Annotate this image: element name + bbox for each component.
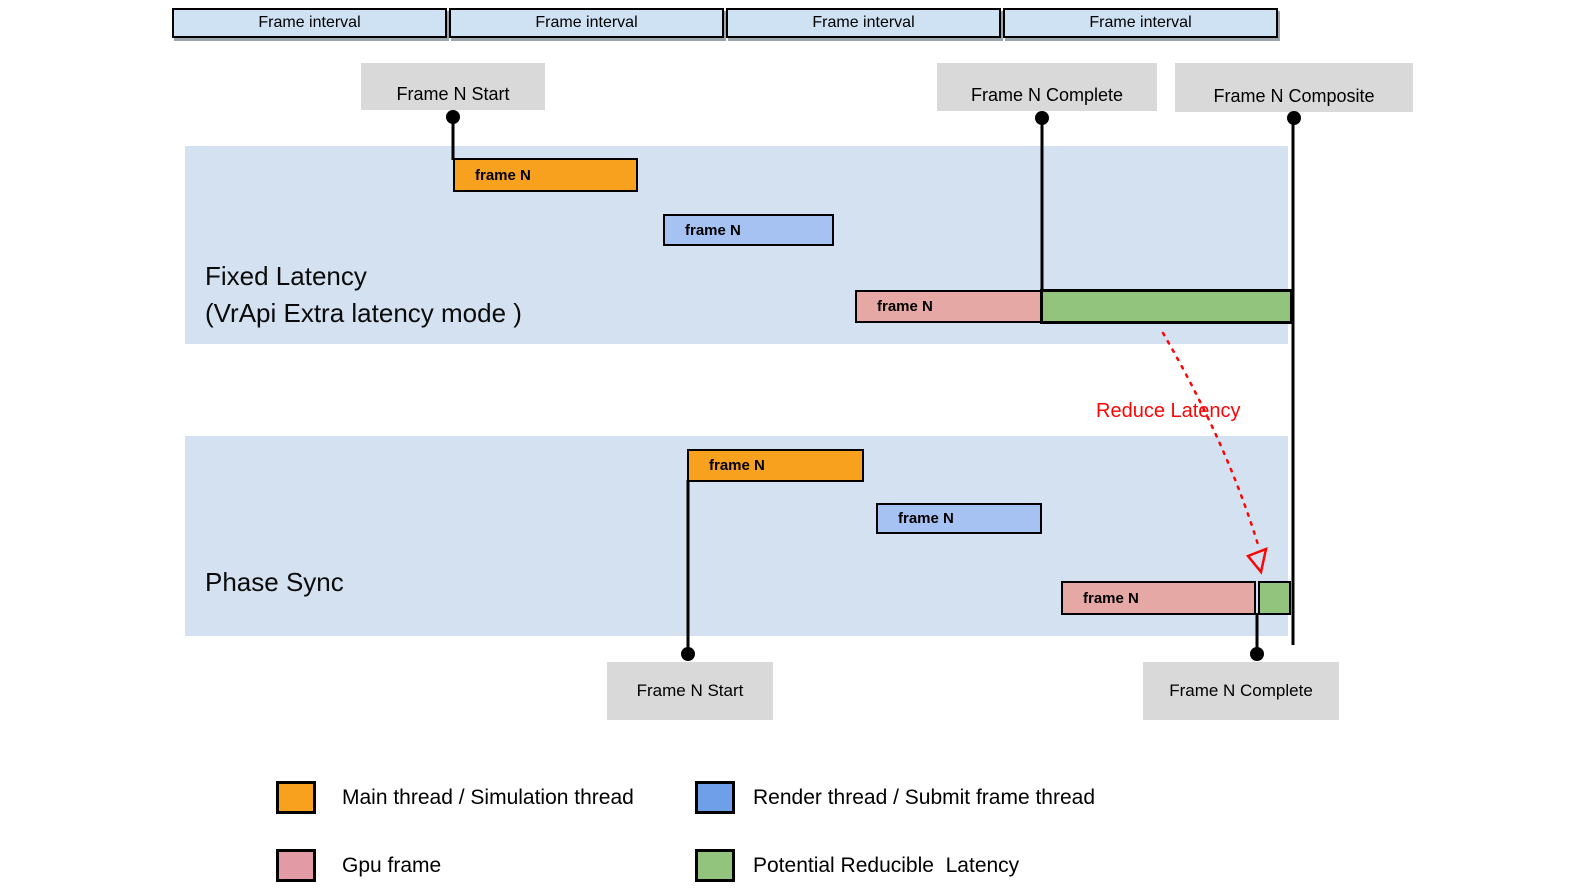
fixed-latency-title-line2: (VrApi Extra latency mode ) — [205, 298, 522, 328]
legend-swatch-gpu-frame — [276, 849, 316, 882]
legend-swatch-reducible-latency — [695, 849, 735, 882]
frame-n-start-line — [451, 117, 455, 160]
frame-interval-box-3: Frame interval — [726, 8, 1001, 38]
frame-n-start-dot-top — [446, 110, 460, 124]
frame-n-start-dot-bottom — [681, 647, 695, 661]
frame-n-composite-line — [1291, 118, 1295, 645]
phase-reducible-latency-bar — [1258, 581, 1291, 615]
legend-label-reducible-latency: Potential Reducible Latency — [753, 854, 1020, 877]
reduce-latency-label: Reduce Latency — [1096, 400, 1241, 422]
legend-swatch-render-thread — [695, 781, 735, 814]
frame-n-composite-label: Frame N Composite — [1175, 63, 1413, 112]
frame-interval-box-4: Frame interval — [1003, 8, 1278, 38]
phase-sync-frame-n-complete-line — [1255, 613, 1259, 654]
frame-interval-box-2: Frame interval — [449, 8, 724, 38]
fixed-render-thread-bar: frame N — [663, 214, 834, 246]
phase-render-thread-bar: frame N — [876, 503, 1042, 534]
phase-gpu-frame-bar: frame N — [1061, 581, 1256, 615]
frame-n-complete-label-top: Frame N Complete — [937, 63, 1157, 111]
fixed-main-thread-bar: frame N — [453, 158, 638, 192]
frame-n-composite-dot — [1287, 111, 1301, 125]
phase-main-thread-bar: frame N — [687, 449, 864, 482]
fixed-latency-title-line1: Fixed Latency — [205, 261, 367, 291]
phase-sync-title: Phase Sync — [205, 567, 344, 597]
frame-n-start-label-top: Frame N Start — [361, 63, 545, 110]
legend-label-main-thread: Main thread / Simulation thread — [342, 786, 634, 809]
legend-label-gpu-frame: Gpu frame — [342, 854, 442, 877]
frame-n-complete-line — [1040, 118, 1044, 291]
fixed-latency-title: Fixed Latency (VrApi Extra latency mode … — [205, 258, 522, 332]
frame-n-complete-dot-top — [1035, 111, 1049, 125]
fixed-gpu-frame-bar: frame N — [855, 290, 1042, 323]
phase-sync-frame-n-start-line — [686, 480, 690, 654]
fixed-reducible-latency-bar — [1040, 289, 1293, 324]
legend-swatch-main-thread — [276, 781, 316, 814]
legend-label-render-thread: Render thread / Submit frame thread — [753, 786, 1096, 809]
frame-n-complete-label-bottom: Frame N Complete — [1143, 662, 1339, 720]
frame-n-start-label-bottom: Frame N Start — [607, 662, 773, 720]
frame-n-complete-dot-bottom — [1250, 647, 1264, 661]
frame-interval-box-1: Frame interval — [172, 8, 447, 38]
